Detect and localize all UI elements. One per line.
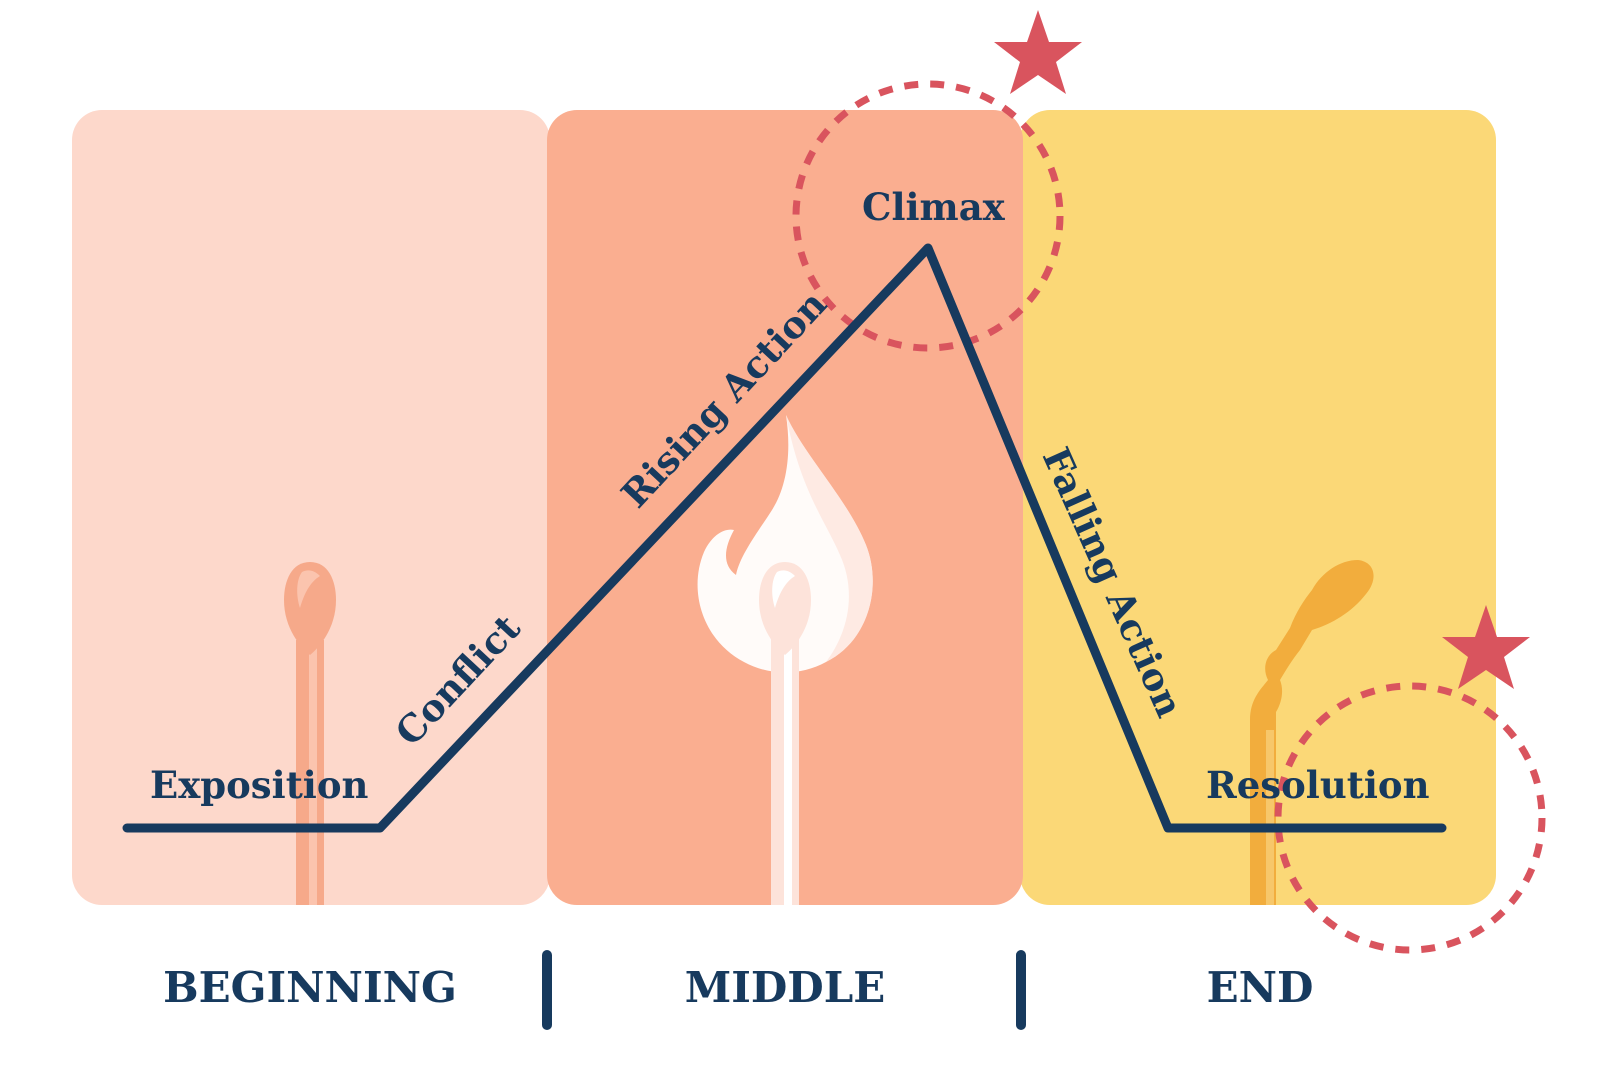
climax-star-icon [994, 10, 1082, 94]
resolution-label: Resolution [1206, 763, 1430, 807]
exposition-label: Exposition [150, 763, 369, 807]
climax-label: Climax [862, 185, 1006, 229]
section-divider-2 [1016, 950, 1026, 1030]
section-divider-1 [542, 950, 552, 1030]
beginning-section-label: BEGINNING [163, 963, 457, 1012]
middle-section-label: MIDDLE [685, 963, 886, 1012]
end-section-label: END [1207, 963, 1314, 1012]
